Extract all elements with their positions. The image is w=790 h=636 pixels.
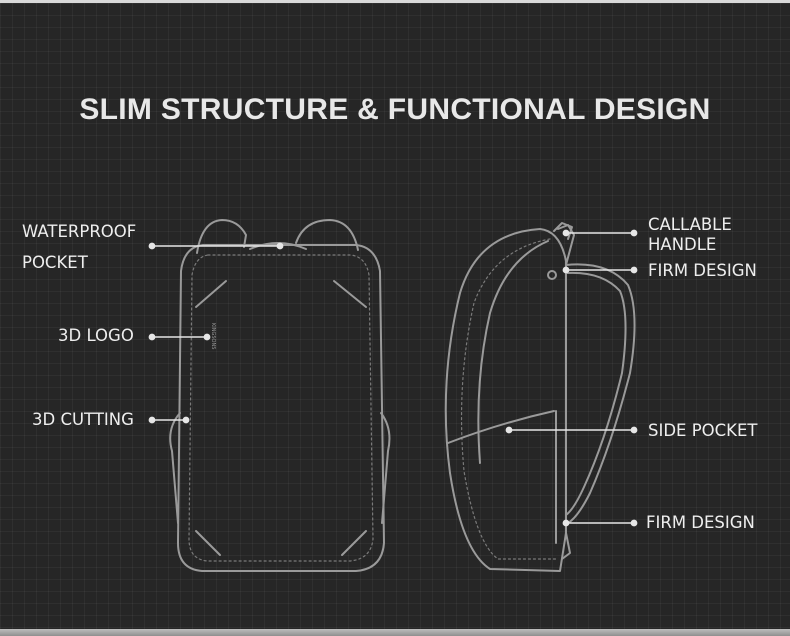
- label-callable: CALLABLE: [648, 215, 732, 234]
- side-body-outline: [444, 228, 567, 572]
- bottom-bar: [0, 629, 790, 636]
- top-handle: [249, 242, 307, 250]
- side-handle: [553, 222, 573, 240]
- front-logo-icon: KINGSONS: [210, 323, 216, 349]
- side-pocket-outline: [447, 410, 555, 444]
- label-firm-design-bottom: FIRM DESIGN: [646, 513, 755, 532]
- side-strap: [565, 263, 636, 524]
- page-title: SLIM STRUCTURE & FUNCTIONAL DESIGN: [79, 93, 711, 126]
- label-pocket: POCKET: [22, 253, 88, 272]
- backpack-side-view: [444, 222, 636, 572]
- label-side-pocket: SIDE POCKET: [648, 421, 758, 440]
- backpack-front-view: [169, 219, 391, 572]
- label-waterproof: WATERPROOF: [22, 222, 137, 241]
- label-3d-logo: 3D LOGO: [58, 326, 134, 345]
- label-handle: HANDLE: [648, 235, 717, 254]
- right-strap: [295, 219, 359, 251]
- left-strap: [196, 219, 247, 254]
- backpack-illustrations: KINGSONS: [148, 219, 638, 572]
- front-body-outline: [177, 244, 385, 572]
- callout-lines: [148, 229, 638, 527]
- label-firm-design-top: FIRM DESIGN: [648, 261, 757, 280]
- label-3d-cutting: 3D CUTTING: [32, 410, 134, 429]
